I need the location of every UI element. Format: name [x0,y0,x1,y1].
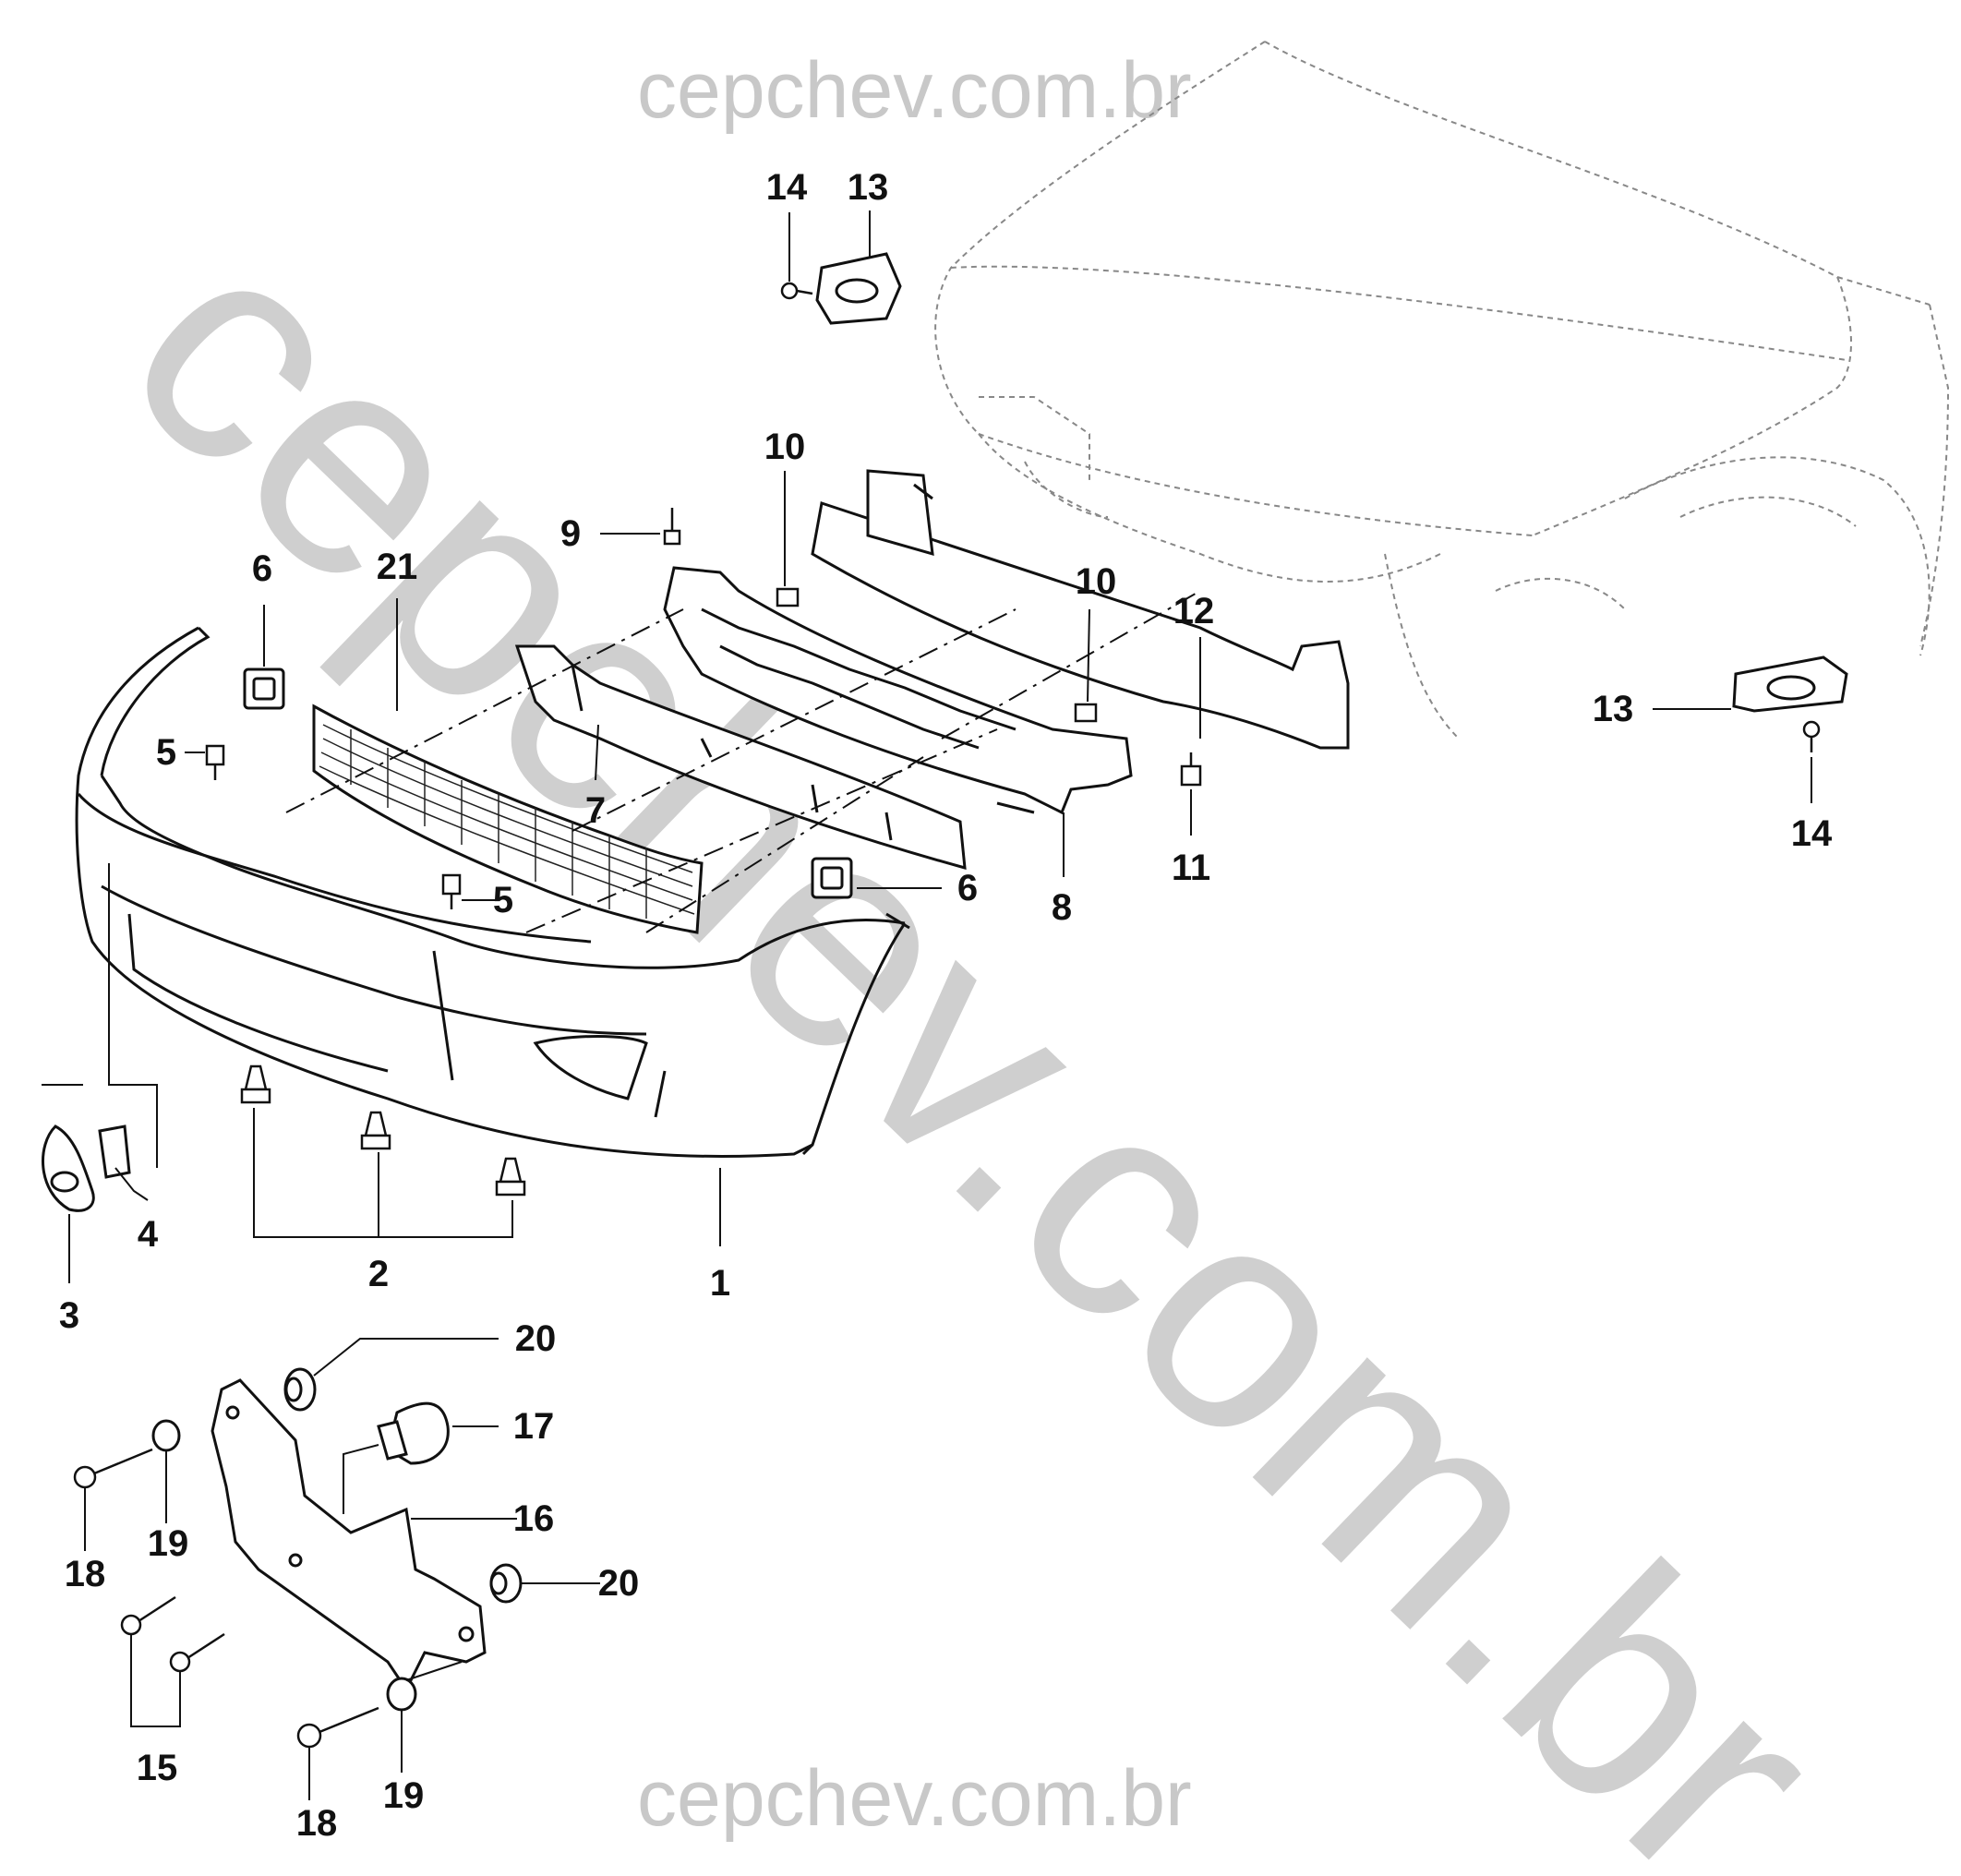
energy-absorber-bar [514,644,967,871]
callout-10-lower: 10 [1075,561,1117,602]
callout-13-upper: 13 [847,167,889,208]
clip-6-upper [243,667,285,710]
grommet-20-upper [283,1367,317,1412]
callout-5-upper: 5 [155,732,177,773]
screw-18-upper [73,1448,153,1489]
impact-beam [811,469,1350,750]
callout-10-upper: 10 [764,427,806,467]
callout-12: 12 [1173,591,1215,631]
leader-lines [42,210,1812,1800]
callout-9: 9 [559,513,582,554]
callout-3: 3 [58,1295,80,1336]
alignment-lines [285,590,1201,933]
guide-bracket-13-lower [1732,655,1848,713]
washer-19-upper [151,1419,181,1452]
callout-20-lower: 20 [597,1563,640,1604]
pin-9 [663,508,681,546]
grommet-20-lower [489,1563,523,1604]
callout-14-lower: 14 [1790,813,1833,854]
watermark-top: cepchev.com.br [637,46,1192,135]
callout-7: 7 [584,790,607,831]
push-clip-2-right [495,1157,526,1197]
callout-21: 21 [376,547,418,587]
callout-19-lower: 19 [382,1775,425,1816]
car-body-outline [934,41,1950,740]
screw-14-lower [1802,720,1821,752]
callout-6-lower: 6 [956,868,979,908]
callout-2: 2 [367,1254,390,1294]
callout-15: 15 [136,1748,178,1788]
callout-11: 11 [1171,848,1211,888]
callout-20-upper: 20 [514,1318,557,1359]
side-mounting-bracket [211,1378,487,1692]
callout-18-lower: 18 [295,1803,338,1844]
push-clip-2-center [360,1111,391,1150]
screw-14-upper [780,282,813,300]
rubber-bumper-17 [377,1401,450,1465]
tow-hook-cover [42,1124,95,1212]
screw-5-lower [441,873,462,909]
callout-19-upper: 19 [147,1523,189,1564]
callout-8: 8 [1051,887,1073,928]
callout-1: 1 [709,1263,731,1304]
nut-10-upper [776,587,800,607]
grille-mesh-pattern [319,724,695,919]
callout-6-upper: 6 [251,548,273,589]
screws-15 [120,1595,225,1673]
callout-17: 17 [512,1406,555,1447]
guide-bracket-13-upper [815,252,902,325]
nut-10-lower [1074,703,1098,723]
screw-5-upper [205,744,225,780]
washer-19-lower [386,1677,417,1712]
clip-6-lower [811,857,853,899]
callout-5-lower: 5 [492,880,514,920]
callout-13-lower: 13 [1592,689,1634,729]
tow-hook-cover-bracket [98,1124,131,1179]
bumper-support-bracket [663,566,1133,815]
callout-14-upper: 14 [765,167,808,208]
callout-4: 4 [137,1214,159,1255]
watermark-bottom: cepchev.com.br [637,1754,1192,1843]
bumper-cover [75,626,910,1158]
bolt-11 [1180,752,1202,787]
screw-18-lower [296,1706,379,1749]
grille-mesh [312,704,704,934]
callout-16: 16 [512,1498,555,1539]
push-clip-2-left [240,1064,271,1104]
callout-18-upper: 18 [64,1554,106,1594]
